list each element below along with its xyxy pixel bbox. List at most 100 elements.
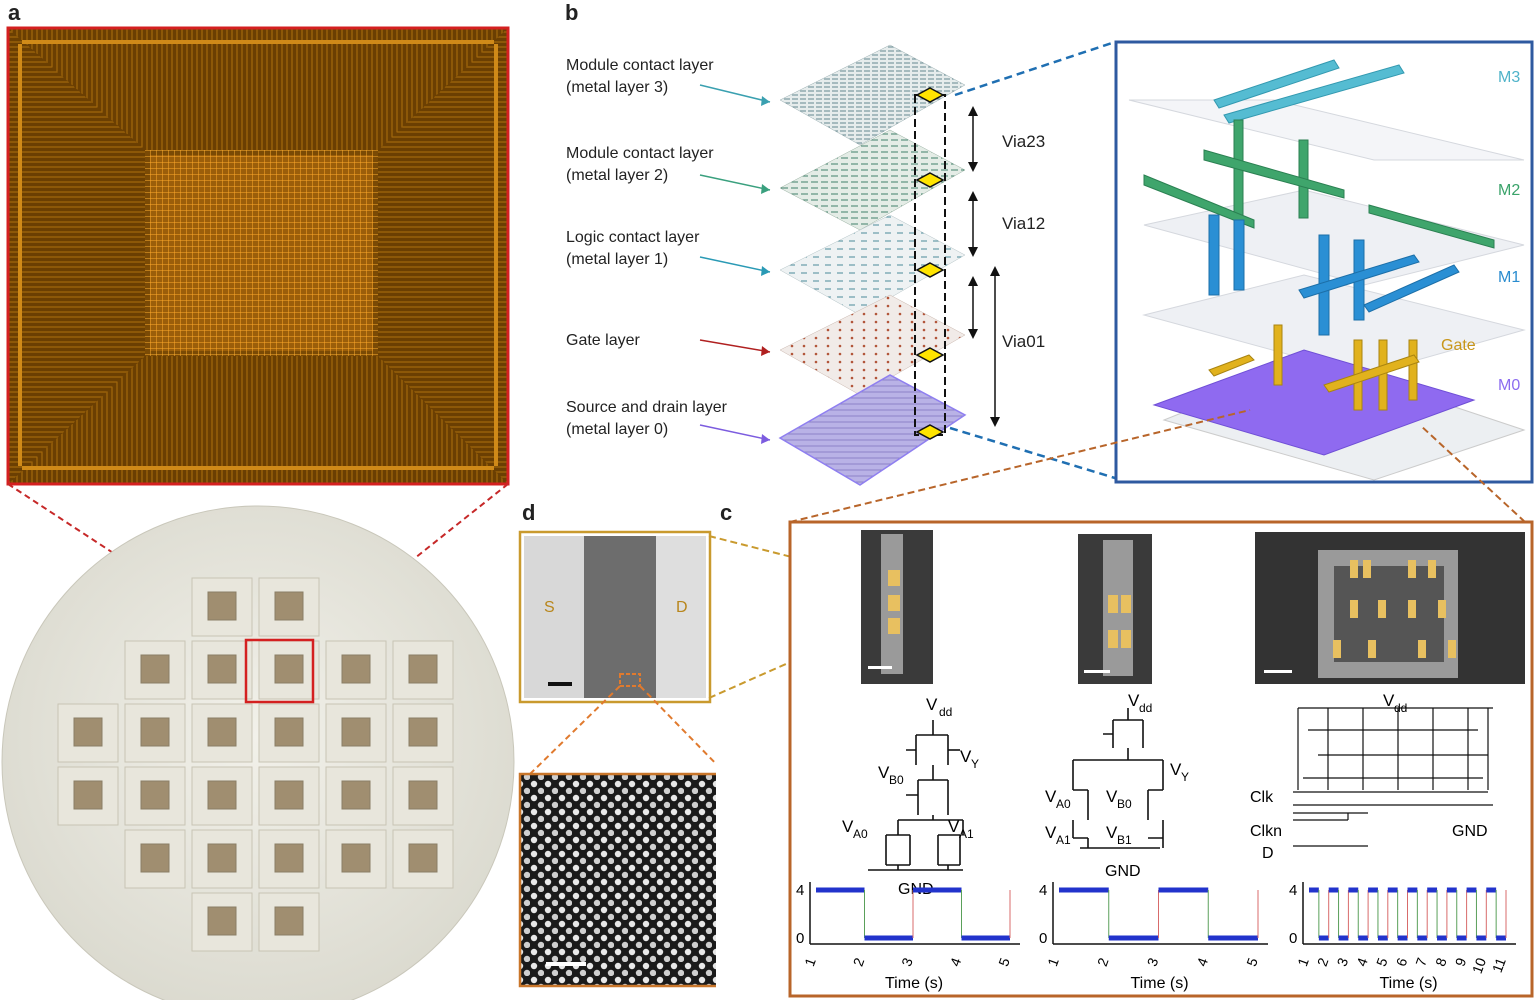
wafer-die [207,780,237,810]
chip-optical-image [6,26,510,486]
plot-ytick: 4 [796,882,804,899]
layer-label-m3: Module contact layer(metal layer 3) [566,57,714,96]
panel-label-a: a [8,0,21,25]
svg-text:Y: Y [1181,770,1189,784]
plot-ytick: 4 [1289,882,1297,899]
wafer-die [207,654,237,684]
wafer-die [73,717,103,747]
panel-d-figure: S D [518,530,716,988]
vdd-label-1: V [926,695,938,714]
panel-c-figure: V dd V B0 V Y V A0 V A1 GND V dd V Y V A… [788,520,1534,998]
wafer-die [73,780,103,810]
wafer-die [408,843,438,873]
zoom-connector-c [789,409,1526,523]
svg-text:A1: A1 [959,827,974,841]
plot-xlabel: Time (s) [1131,975,1189,992]
gnd-label-2: GND [1105,863,1141,880]
circuit-1 [868,720,964,871]
wafer-die-frame [325,640,387,700]
svg-text:V: V [960,747,972,766]
plot-ytick: 0 [1289,930,1297,947]
wafer-die [207,906,237,936]
layer-label-m0: Source and drain layer(metal layer 0) [566,399,727,438]
plot-xtick: 10 [1469,955,1489,975]
vdd-label-3: V [1383,691,1395,710]
via23-label: Via23 [1002,132,1046,151]
source-label: S [544,599,555,616]
svg-text:V: V [878,763,890,782]
panel-a-figure [1,26,515,1000]
wafer-die [341,843,371,873]
wafer-photo [1,505,515,1000]
wafer-die [408,654,438,684]
sem-image-1 [861,530,933,684]
wafer-die [207,591,237,621]
svg-text:B1: B1 [1117,833,1132,847]
plot-ytick: 0 [1039,930,1047,947]
wafer-die [341,780,371,810]
wafer-die [341,654,371,684]
clkn-label: Clkn [1250,823,1282,840]
svg-text:dd: dd [939,705,952,719]
wafer-die [140,843,170,873]
sem-image-3 [1255,532,1525,684]
wafer-die [207,843,237,873]
panel-label-d: d [522,500,536,525]
wafer-die [274,591,304,621]
drain-label: D [676,599,688,616]
svg-text:V: V [1170,760,1182,779]
plot-xlabel: Time (s) [885,975,943,992]
via12-label: Via12 [1002,214,1046,233]
wafer-die [207,717,237,747]
wafer-die [408,780,438,810]
svg-text:B0: B0 [1117,797,1132,811]
panel-label-c: c [720,500,733,525]
circuit-3 [1293,707,1493,847]
wafer-die [408,717,438,747]
svg-text:V: V [1045,823,1057,842]
svg-text:Y: Y [971,757,979,771]
label-m2: M2 [1498,182,1520,199]
wafer-die [140,654,170,684]
circuit-2 [1072,708,1164,849]
svg-text:V: V [948,817,960,836]
via01-label: Via01 [1002,332,1046,351]
svg-text:V: V [1045,787,1057,806]
svg-text:A0: A0 [853,827,868,841]
label-m0: M0 [1498,377,1520,394]
wafer-die-frame [392,829,454,889]
svg-text:V: V [842,817,854,836]
wafer-die [274,780,304,810]
svg-text:B0: B0 [889,773,904,787]
layer-label-gate: Gate layer [566,332,640,349]
d-input-label: D [1262,845,1274,862]
wafer-die [274,717,304,747]
svg-text:V: V [1106,787,1118,806]
wafer-die [341,717,371,747]
gnd-label-3: GND [1452,823,1488,840]
layer-label-m1: Logic contact layer(metal layer 1) [566,229,700,268]
plot-xlabel: Time (s) [1380,975,1438,992]
label-m1: M1 [1498,269,1520,286]
label-m3: M3 [1498,69,1520,86]
plot-xtick: 11 [1489,955,1509,974]
wafer-die [274,654,304,684]
plot-ytick: 0 [796,930,804,947]
sem-image-2 [1078,534,1152,684]
wafer-die [274,906,304,936]
svg-text:dd: dd [1139,701,1152,715]
label-gate: Gate [1441,337,1476,354]
clk-label: Clk [1250,789,1274,806]
wafer-die [140,780,170,810]
3d-device-schematic: M3 M2 M1 Gate M0 [1114,40,1534,484]
layer-label-m2: Module contact layer(metal layer 2) [566,145,714,184]
svg-text:V: V [1106,823,1118,842]
vdd-label-2: V [1128,691,1140,710]
layer-stack-diagram [699,40,1116,486]
svg-text:dd: dd [1394,701,1407,715]
plot-ytick: 4 [1039,882,1047,899]
wafer-die [140,717,170,747]
svg-text:A1: A1 [1056,833,1071,847]
wafer-die [274,843,304,873]
svg-text:A0: A0 [1056,797,1071,811]
